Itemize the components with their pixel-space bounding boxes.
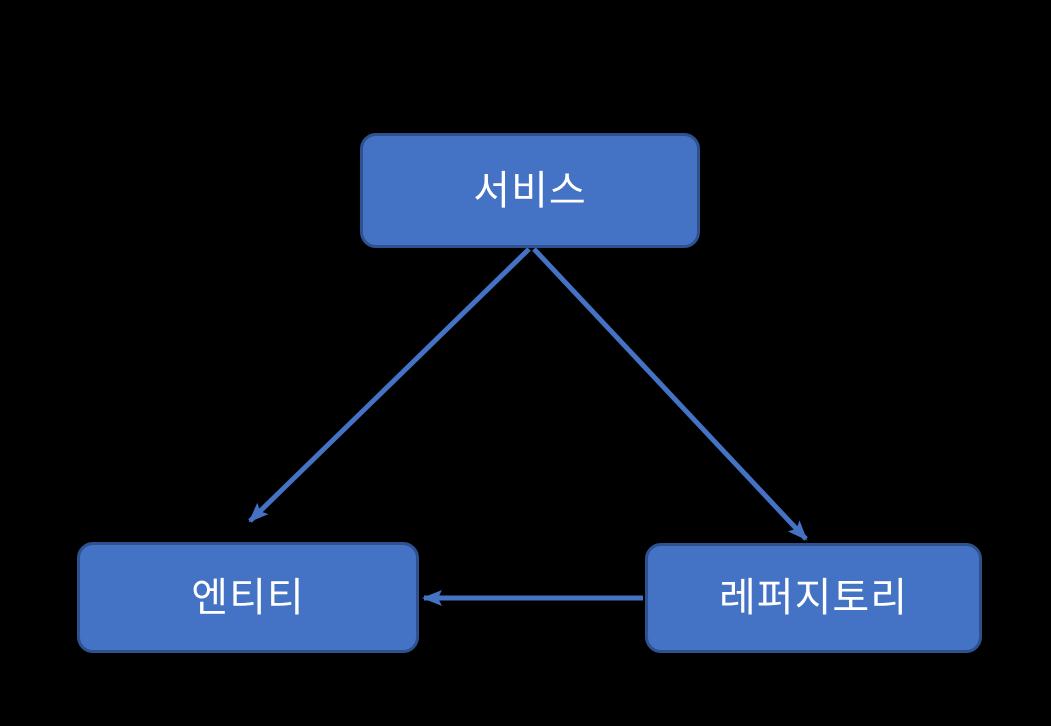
node-service-label: 서비스 — [473, 168, 587, 213]
node-entity: 엔티티 — [77, 542, 419, 653]
edge-service-to-entity — [248, 247, 531, 523]
node-entity-label: 엔티티 — [191, 575, 305, 620]
node-repository-label: 레퍼지토리 — [719, 576, 908, 620]
edge-service-to-repository — [532, 247, 808, 541]
node-service: 서비스 — [360, 133, 700, 248]
node-repository: 레퍼지토리 — [645, 543, 982, 653]
